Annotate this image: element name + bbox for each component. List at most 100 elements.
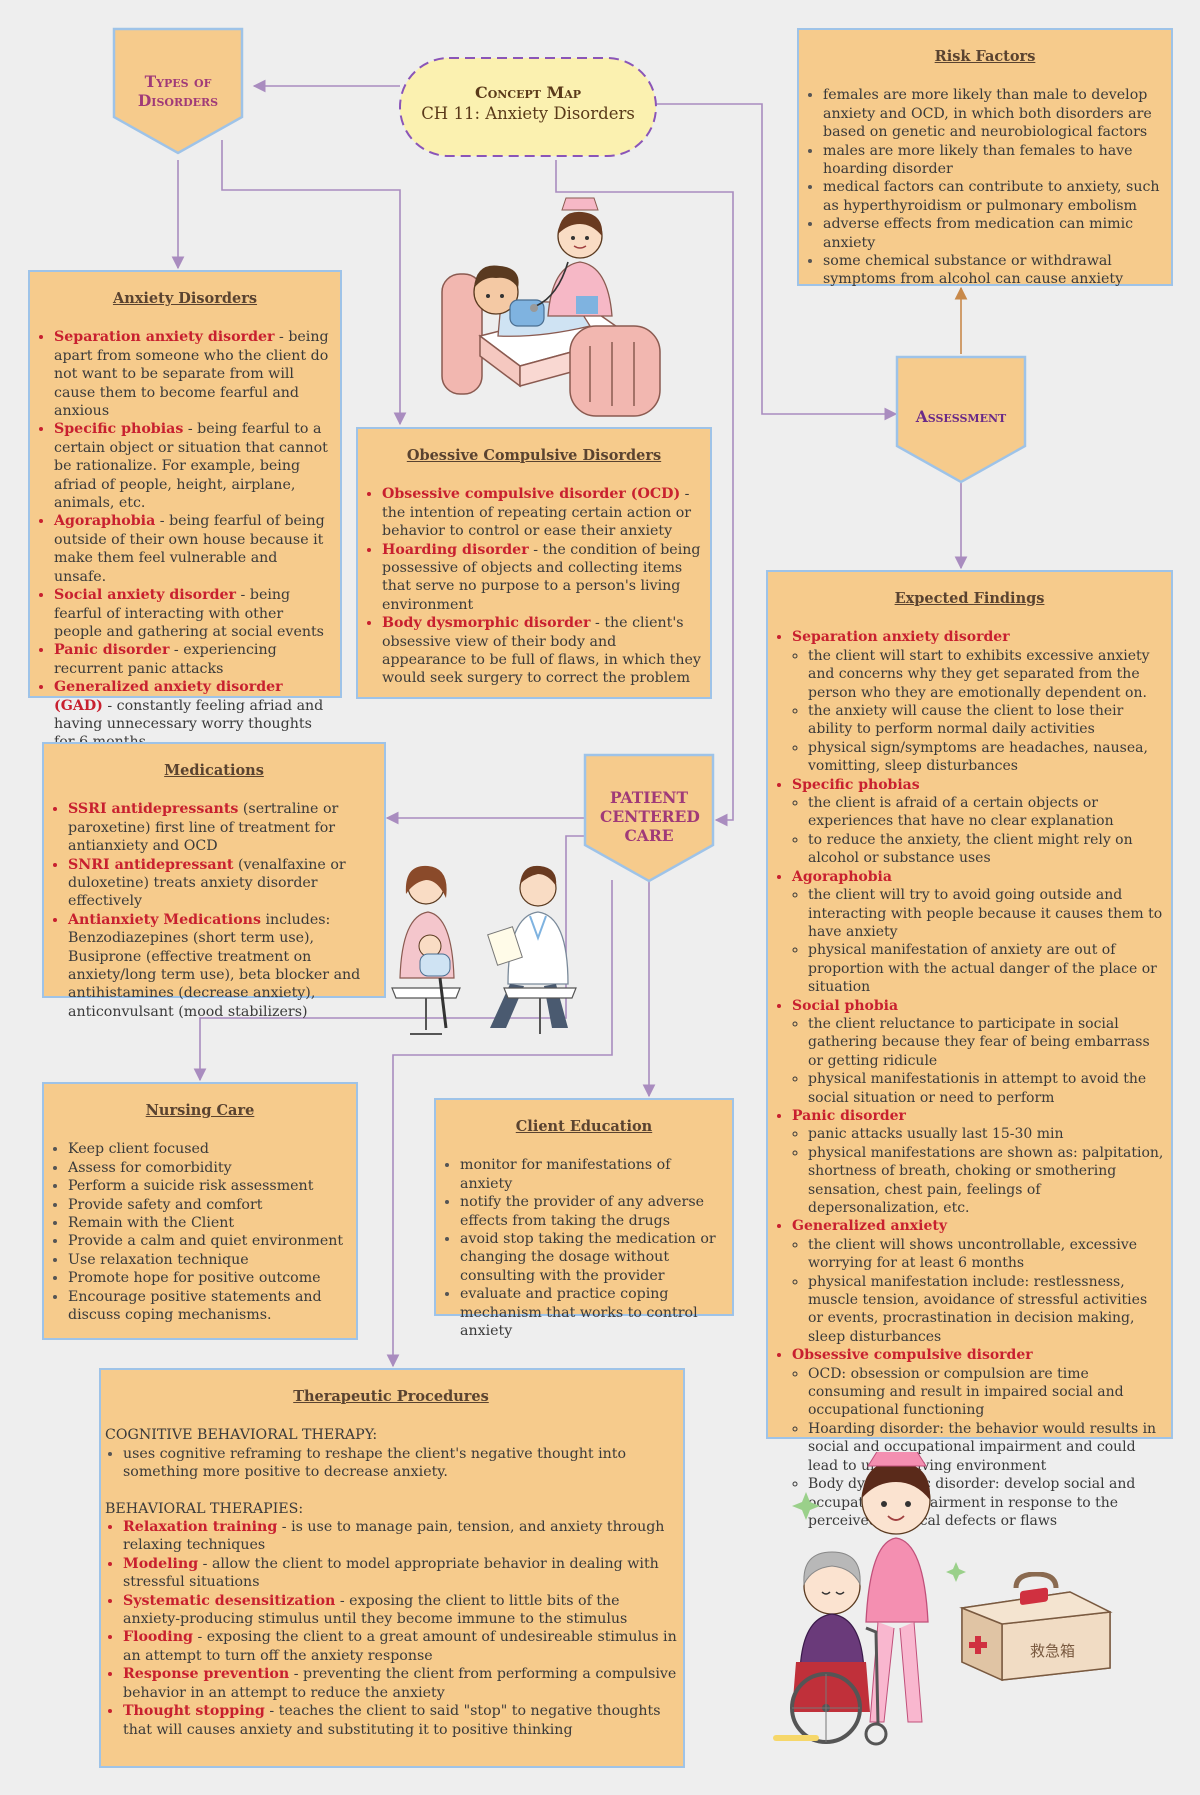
expected-finding-group: Specific phobiasthe client is afraid of … xyxy=(792,776,1165,868)
client-education-item: avoid stop taking the medication or chan… xyxy=(460,1230,726,1285)
expected-finding-group: Generalized anxietythe client will shows… xyxy=(792,1217,1165,1346)
nurse-icon xyxy=(530,197,613,317)
medication-item: SSRI antidepressants (sertraline or paro… xyxy=(68,800,378,855)
anxiety-disorder-item: Generalized anxiety disorder (GAD) - con… xyxy=(54,678,334,752)
expected-finding-item: physical sign/symptoms are headaches, na… xyxy=(808,739,1165,776)
behavioral-therapy-item: Response prevention - preventing the cli… xyxy=(123,1665,677,1702)
expected-finding-term: Agoraphobia xyxy=(792,868,892,885)
expected-finding-item: the client will try to avoid going outsi… xyxy=(808,886,1165,941)
medication-item: SNRI antidepressant (venalfaxine or dulo… xyxy=(68,856,378,911)
expected-findings-title: Expected Findings xyxy=(894,590,1045,607)
medication-item-term: SNRI antidepressant xyxy=(68,856,234,873)
anxiety-disorders-box: Anxiety Disorders Separation anxiety dis… xyxy=(28,270,342,750)
expected-finding-sublist: the client is afraid of a certain object… xyxy=(792,794,1165,868)
anxiety-disorder-item-description: - being fearful of interacting with othe… xyxy=(54,587,324,640)
expected-finding-sublist: the client will shows uncontrollable, ex… xyxy=(792,1236,1165,1346)
anxiety-disorder-item-description: - being apart from someone who the clien… xyxy=(54,329,329,420)
anxiety-disorder-item: Separation anxiety disorder - being apar… xyxy=(54,328,334,420)
risk-factors-title: Risk Factors xyxy=(934,48,1036,65)
behavioral-therapy-item: Relaxation training - is use to manage p… xyxy=(123,1518,677,1555)
expected-finding-sublist: the client will try to avoid going outsi… xyxy=(792,886,1165,996)
medications-box: Medications SSRI antidepressants (sertra… xyxy=(42,742,386,1020)
expected-finding-sublist: the client reluctance to participate in … xyxy=(792,1015,1165,1107)
expected-finding-item: Hoarding disorder: the behavior would re… xyxy=(808,1420,1165,1475)
anxiety-disorder-item-term: Specific phobias xyxy=(54,421,184,438)
expected-findings-list: Separation anxiety disorderthe client wi… xyxy=(774,628,1165,1530)
expected-finding-item: physical manifestation include: restless… xyxy=(808,1273,1165,1347)
expected-finding-group: Separation anxiety disorderthe client wi… xyxy=(792,628,1165,775)
medication-item-description: (venalfaxine or duloxetine) treats anxie… xyxy=(68,856,346,910)
ocd-item-description: - the intention of repeating certain act… xyxy=(382,486,692,540)
anxiety-disorders-list: Separation anxiety disorder - being apar… xyxy=(36,328,334,751)
elderly-woman-wheelchair-icon xyxy=(773,1551,888,1746)
first-aid-kit-icon: 救急箱 xyxy=(959,1572,1113,1682)
assessment-node-label: Assessment xyxy=(915,407,1007,426)
ocd-item: Hoarding disorder - the condition of bei… xyxy=(382,541,704,615)
anxiety-disorders-title: Anxiety Disorders xyxy=(112,290,258,307)
anxiety-disorder-item: Agoraphobia - being fearful of being out… xyxy=(54,512,334,586)
risk-factors-list: females are more likely than male to dev… xyxy=(805,86,1165,288)
expected-finding-item: panic attacks usually last 15-30 min xyxy=(808,1125,1165,1143)
behavioral-therapy-item-term: Response prevention xyxy=(123,1666,290,1683)
nursing-care-box: Nursing Care Keep client focusedAssess f… xyxy=(42,1082,358,1340)
risk-factor-item: males are more likely than females to ha… xyxy=(823,142,1165,179)
medication-item-description: includes: Benzodiazepines (short term us… xyxy=(68,911,361,1020)
therapeutic-procedures-title: Therapeutic Procedures xyxy=(293,1388,489,1405)
expected-finding-item: physical manifestation of anxiety are ou… xyxy=(808,941,1165,996)
client-education-title: Client Education xyxy=(515,1118,653,1135)
behavioral-therapy-item-term: Systematic desensitization xyxy=(123,1592,336,1609)
anxiety-disorder-item: Specific phobias - being fearful to a ce… xyxy=(54,420,334,512)
risk-factor-item: medical factors can contribute to anxiet… xyxy=(823,178,1165,215)
risk-factors-box: Risk Factors females are more likely tha… xyxy=(797,28,1173,288)
cbt-heading: COGNITIVE BEHAVIORAL THERAPY: xyxy=(105,1427,378,1444)
expected-finding-group: Agoraphobiathe client will try to avoid … xyxy=(792,868,1165,997)
anxiety-disorder-item-term: Separation anxiety disorder xyxy=(54,329,275,346)
chapter-title: CH 11: Anxiety Disorders xyxy=(421,104,635,123)
ocd-item: Obsessive compulsive disorder (OCD) - th… xyxy=(382,485,704,540)
risk-factor-item: females are more likely than male to dev… xyxy=(823,86,1165,141)
red-cross-icon xyxy=(969,1636,987,1654)
client-education-box: Client Education monitor for manifestati… xyxy=(434,1098,734,1339)
nursing-care-item: Use relaxation technique xyxy=(68,1251,350,1269)
expected-finding-sublist: the client will start to exhibits excess… xyxy=(792,647,1165,776)
ocd-item-description: - the client's obsessive view of their b… xyxy=(382,615,701,687)
expected-finding-item: physical manifestations are shown as: pa… xyxy=(808,1144,1165,1218)
behavioral-therapy-item-description: - preventing the client from performing … xyxy=(123,1666,677,1701)
nursing-care-item: Promote hope for positive outcome xyxy=(68,1269,350,1287)
expected-finding-term: Separation anxiety disorder xyxy=(792,629,1010,646)
mother-baby-icon xyxy=(391,865,461,1035)
anxiety-disorder-item: Social anxiety disorder - being fearful … xyxy=(54,586,334,641)
expected-finding-item: the anxiety will cause the client to los… xyxy=(808,702,1165,739)
expected-finding-term: Obsessive compulsive disorder xyxy=(792,1347,1033,1364)
expected-finding-term: Social phobia xyxy=(792,997,899,1014)
expected-finding-group: Panic disorderpanic attacks usually last… xyxy=(792,1107,1165,1217)
nursing-care-item: Provide a calm and quiet environment xyxy=(68,1232,350,1250)
anxiety-disorder-item-term: Generalized anxiety disorder (GAD) xyxy=(54,679,283,714)
anxiety-disorder-item-term: Panic disorder xyxy=(54,642,170,659)
expected-finding-term: Specific phobias xyxy=(792,776,920,793)
anxiety-disorder-item-description: - being fearful of being outside of thei… xyxy=(54,513,325,585)
behavioral-therapy-item-term: Relaxation training xyxy=(123,1519,278,1536)
doctor-icon xyxy=(487,865,577,1034)
behavioral-therapy-item: Thought stopping - teaches the client to… xyxy=(123,1702,677,1739)
medication-item: Antianxiety Medications includes: Benzod… xyxy=(68,911,378,1021)
pcc-node-label: PATIENT CENTERED CARE xyxy=(600,788,700,845)
anxiety-disorder-item-term: Social anxiety disorder xyxy=(54,587,237,604)
concept-map-label: Concept Map xyxy=(474,83,582,102)
medication-item-term: Antianxiety Medications xyxy=(68,911,261,928)
expected-finding-item: OCD: obsession or compulsion are time co… xyxy=(808,1365,1165,1420)
behavioral-therapy-item-description: - teaches the client to said "stop" to n… xyxy=(123,1703,661,1738)
anxiety-disorder-item-term: Agoraphobia xyxy=(54,513,156,530)
nurse-patient-bed-illustration xyxy=(441,197,661,417)
risk-factor-item: some chemical substance or withdrawal sy… xyxy=(823,252,1165,289)
behavioral-therapy-item-description: - exposing the client to little bits of … xyxy=(123,1592,628,1628)
expected-finding-item: the client is afraid of a certain object… xyxy=(808,794,1165,831)
nurse-elderly-wheelchair-illustration xyxy=(773,1452,966,1746)
ocd-item: Body dysmorphic disorder - the client's … xyxy=(382,614,704,688)
nursing-care-title: Nursing Care xyxy=(145,1102,255,1119)
behavioral-therapy-item-description: - is use to manage pain, tension, and an… xyxy=(123,1519,665,1554)
medications-list: SSRI antidepressants (sertraline or paro… xyxy=(50,800,378,1021)
client-education-item: notify the provider of any adverse effec… xyxy=(460,1193,726,1230)
patient-boy-icon xyxy=(473,265,545,327)
therapeutic-procedures-box: Therapeutic Procedures COGNITIVE BEHAVIO… xyxy=(99,1368,685,1768)
